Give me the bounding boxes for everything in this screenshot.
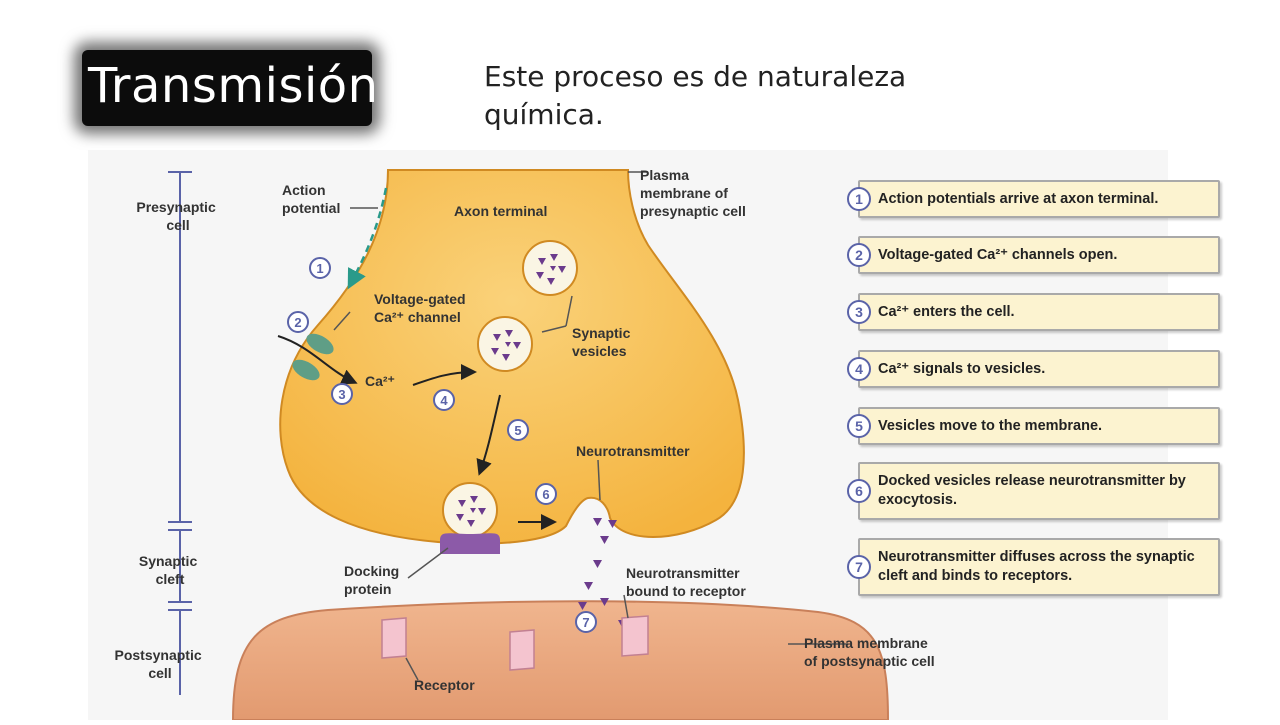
docking-protein bbox=[440, 533, 500, 554]
synaptic-vesicles-label: Synaptic vesicles bbox=[572, 325, 634, 359]
svg-text:4: 4 bbox=[440, 393, 448, 408]
step-number: 3 bbox=[847, 300, 871, 324]
step-box-5: 5 Vesicles move to the membrane. bbox=[847, 407, 1220, 445]
vesicle-middle bbox=[477, 316, 533, 372]
receptor-right bbox=[621, 615, 649, 657]
step-number: 7 bbox=[847, 555, 871, 579]
step-text: Docked vesicles release neurotransmitter… bbox=[878, 473, 1186, 508]
step-text: Action potentials arrive at axon termina… bbox=[878, 190, 1159, 207]
title-background bbox=[82, 50, 372, 126]
receptor-left bbox=[381, 617, 407, 659]
step-box-2: 2 Voltage-gated Ca²⁺ channels open. bbox=[847, 236, 1220, 274]
postsynaptic-cell bbox=[231, 600, 890, 721]
svg-text:2: 2 bbox=[294, 315, 301, 330]
marker-5: 5 bbox=[507, 419, 529, 441]
action-potential-label: Action potential bbox=[282, 182, 340, 216]
presynaptic-label: Presynaptic cell bbox=[136, 199, 219, 233]
vesicle-move-arrow bbox=[476, 394, 501, 476]
step-text: Voltage-gated Ca²⁺ channels open. bbox=[878, 246, 1118, 263]
marker-6: 6 bbox=[535, 483, 557, 505]
leader-lines bbox=[333, 171, 848, 681]
ca-ion-label: Ca²⁺ bbox=[365, 373, 395, 389]
step-number: 4 bbox=[847, 357, 871, 381]
receptor-middle bbox=[509, 629, 535, 671]
axon-terminal-label: Axon terminal bbox=[454, 203, 547, 219]
ca-entry-arrow bbox=[277, 335, 358, 385]
neurotransmitter-label: Neurotransmitter bbox=[576, 443, 690, 459]
ca-channel-top bbox=[306, 333, 334, 355]
marker-3: 3 bbox=[331, 383, 353, 405]
step-text: Ca²⁺ enters the cell. bbox=[878, 303, 1015, 320]
docking-protein-label: Docking protein bbox=[344, 563, 403, 597]
step-text: Vesicles move to the membrane. bbox=[878, 417, 1103, 434]
ca-channel-label: Voltage-gated Ca²⁺ channel bbox=[374, 291, 469, 325]
step-number: 6 bbox=[847, 479, 871, 503]
svg-text:6: 6 bbox=[542, 487, 549, 502]
svg-text:3: 3 bbox=[338, 387, 345, 402]
vesicle-top bbox=[522, 240, 578, 296]
step-box-4: 4 Ca²⁺ signals to vesicles. bbox=[847, 350, 1220, 388]
plasma-membrane-post-label: Plasma membrane of postsynaptic cell bbox=[804, 635, 935, 669]
step-box-3: 3 Ca²⁺ enters the cell. bbox=[847, 293, 1220, 331]
step-number: 5 bbox=[847, 414, 871, 438]
synapse-diagram: Presynaptic cell Synaptic cleft Postsyna… bbox=[114, 167, 935, 721]
slide-title: Transmisión bbox=[88, 58, 379, 114]
receptor-label: Receptor bbox=[414, 677, 475, 693]
step-box-6: 6 Docked vesicles release neurotransmitt… bbox=[847, 462, 1220, 520]
svg-text:7: 7 bbox=[582, 615, 589, 630]
step-number: 2 bbox=[847, 243, 871, 267]
step-number: 1 bbox=[847, 187, 871, 211]
svg-text:5: 5 bbox=[514, 423, 521, 438]
slide-subtitle: Este proceso es de naturaleza química. bbox=[484, 60, 907, 131]
step-box-1: 1 Action potentials arrive at axon termi… bbox=[847, 180, 1220, 218]
action-potential-arrow bbox=[347, 187, 388, 290]
scale-bar bbox=[168, 171, 192, 695]
synapse-figure: Presynaptic cell Synaptic cleft Postsyna… bbox=[88, 150, 1220, 721]
marker-4: 4 bbox=[433, 389, 455, 411]
synaptic-cleft-label: Synaptic cleft bbox=[139, 553, 201, 587]
svg-text:1: 1 bbox=[316, 261, 323, 276]
marker-2: 2 bbox=[287, 311, 309, 333]
ca-channel-bottom bbox=[292, 359, 320, 381]
postsynaptic-label: Postsynaptic cell bbox=[114, 647, 205, 681]
marker-7: 7 bbox=[575, 611, 597, 633]
step-box-7: 7 Neurotransmitter diffuses across the s… bbox=[847, 538, 1220, 596]
vesicle-docked bbox=[442, 482, 498, 538]
ca-to-vesicle-arrow bbox=[412, 364, 477, 386]
step-text: Ca²⁺ signals to vesicles. bbox=[878, 360, 1046, 377]
nt-bound-label: Neurotransmitter bound to receptor bbox=[626, 565, 746, 599]
step-text: Neurotransmitter diffuses across the syn… bbox=[878, 549, 1195, 584]
plasma-membrane-pre-label: Plasma membrane of presynaptic cell bbox=[640, 167, 746, 219]
marker-1: 1 bbox=[309, 257, 331, 279]
